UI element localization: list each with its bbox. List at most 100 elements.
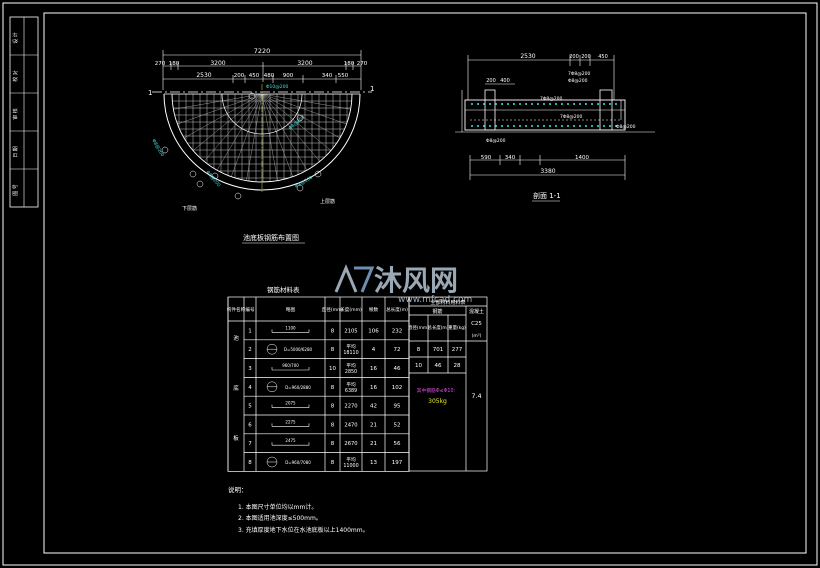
cell-total: 72 [394,347,401,353]
cell-sketch: 2475 [285,438,296,443]
summary-concrete-header: 混凝土 [469,308,484,315]
svg-text:Φ10@200: Φ10@200 [266,84,288,90]
table-header: 略图 [286,306,296,313]
section-dim: 200 [581,54,591,60]
plan-dim: 270 [155,61,166,67]
section-dim: 1400 [575,155,589,161]
cell-no: 4 [248,385,252,391]
section-rebar [471,103,617,127]
cell-sketch: 1100 [285,325,296,330]
cell-diameter: 8 [331,460,335,466]
cell-sketch: D=960/2880 [285,385,311,390]
svg-text:Φ8@200: Φ8@200 [568,78,588,84]
cell-no: 3 [248,366,252,372]
cell-no: 8 [248,460,252,466]
title-strip: 设 计 校 对 审 核 日 期 图 号 [9,16,39,208]
plan-dim: 180 [169,61,180,67]
section-caption: 剖面 1-1 [533,191,561,200]
cell-total: 232 [392,328,403,334]
cell-diameter: 8 [331,328,335,334]
watermark-logo-icon [334,264,375,293]
slab-outline-outer [163,93,361,191]
plan-dim: 2530 [196,72,211,79]
summary-title: 全部材料用料表 [430,299,465,306]
svg-text:Φ8@200: Φ8@200 [294,175,314,190]
table-header: 直径(mm) [322,306,344,313]
summary-header: 重量(kg) [448,324,466,331]
cell-length: 2270 [344,404,357,410]
note-item: 1. 本图尺寸单位均以mm计。 [238,503,317,511]
notes: 说明： 1. 本图尺寸单位均以mm计。 2. 本图适用池深度≤500mm。 3.… [228,485,369,534]
cell-diameter: 8 [331,385,335,391]
section-dim: 200 [569,54,579,60]
summary-note-value: 305kg [428,398,447,405]
plan-dimensions [162,50,362,90]
section-mark-right: 1 [370,85,374,93]
table-header: 根数 [369,306,379,313]
table-header: 编号 [245,306,255,313]
cell-length: 2105 [344,328,357,334]
strip-label: 设 计 [12,32,19,44]
cell-count: 21 [370,422,377,428]
cell-count: 106 [368,328,379,334]
cell-total: 197 [392,460,403,466]
cell-length: 2470 [344,422,357,428]
cell-diameter: 8 [331,404,335,410]
section-dim: 2530 [520,53,535,60]
group-label: 板 [233,434,239,442]
summary-weight: 277 [452,347,463,353]
cell-count: 21 [370,441,377,447]
notes-heading: 说明： [228,485,248,494]
cell-sketch: 2075 [285,401,296,406]
strip-label: 日 期 [13,146,19,158]
plan-dim: 450 [249,73,260,79]
note-item: 2. 本图适用池深度≤500mm。 [238,514,322,522]
cell-no: 5 [248,404,252,410]
cell-diameter: 10 [329,366,336,372]
table-header: 总长度(m) [386,306,408,313]
summary-length: 701 [433,347,444,353]
section-dim: 590 [481,155,492,161]
summary-concrete-grade: C25 [471,321,482,327]
cell-total: 46 [394,366,401,372]
plan-dim: 270 [357,61,368,67]
cell-no: 6 [248,422,252,428]
summary-concrete-unit: (m³) [472,333,482,339]
summary-header: 总长度(m) [428,324,449,331]
section-overall-dim: 3380 [540,168,555,175]
strip-label: 校 对 [12,70,19,82]
svg-text:Φ8@200: Φ8@200 [204,169,221,188]
watermark-url: www.mfcad.com [398,295,472,305]
summary-header: 直径(mm) [408,324,429,331]
plan-dim: 200 [234,73,245,79]
plan-dim: 3200 [297,60,312,67]
table-header: 长度(mm) [340,306,362,313]
plan-dim: 480 [264,73,275,79]
cell-no: 2 [248,347,252,353]
label-upper-bars: 上层筋 [320,198,335,205]
section-dim: 450 [598,54,608,60]
section-dim: 340 [505,155,516,161]
summary-weight: 28 [454,363,461,369]
note-item: 3. 充填厚度地下水位在水池底板以上1400mm。 [238,526,369,534]
plan-callouts [161,92,322,200]
svg-text:7Φ8@200: 7Φ8@200 [568,71,590,77]
inner-border [43,12,807,554]
cell-count: 16 [370,385,377,391]
plan-dim: 900 [283,73,294,79]
section-dim: 400 [500,78,510,84]
cell-total: 52 [394,422,401,428]
cell-sketch: 960/700 [282,363,299,368]
plan-dim: 340 [322,73,333,79]
svg-text:7Φ8@200: 7Φ8@200 [560,114,582,120]
cell-diameter: 8 [331,347,335,353]
slab-outline-inner [171,93,353,183]
cell-count: 42 [370,404,377,410]
